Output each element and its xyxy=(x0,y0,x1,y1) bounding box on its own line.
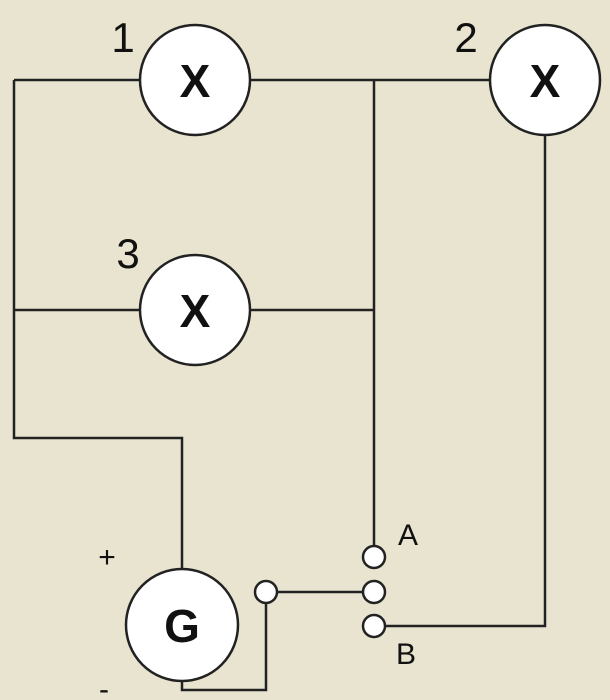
lamp-1-number: 1 xyxy=(111,14,134,61)
lamp-3: X 3 xyxy=(116,230,252,367)
terminal-a xyxy=(361,544,387,570)
switch-pivot-terminal xyxy=(253,579,279,605)
generator-circle xyxy=(124,567,240,683)
wire-lamp-2-to-terminal-b xyxy=(386,135,547,628)
wire-generator-minus-to-pivot xyxy=(180,604,268,692)
switch: A B xyxy=(253,519,418,671)
lamp-2-number: 2 xyxy=(454,14,477,61)
lamp-2-circle xyxy=(488,23,602,137)
terminal-b xyxy=(361,613,387,639)
lamp-1-circle xyxy=(138,23,252,137)
lamp-3-symbol: X xyxy=(180,285,211,337)
lamp-3-circle xyxy=(138,253,252,367)
lamp-1: X 1 xyxy=(111,14,252,137)
terminal-a-label: A xyxy=(398,519,418,552)
lamp-1-symbol: X xyxy=(180,55,211,107)
lamp-2-symbol: X xyxy=(530,55,561,107)
generator-plus-label: + xyxy=(98,541,116,574)
wire-left-rail xyxy=(12,80,184,568)
generator-minus-label: - xyxy=(99,673,109,700)
terminal-middle xyxy=(361,579,387,605)
lamp-2: X 2 xyxy=(454,14,602,137)
lamp-3-number: 3 xyxy=(116,230,139,277)
generator: G + - xyxy=(98,541,240,700)
generator-symbol: G xyxy=(164,600,200,652)
wires xyxy=(12,78,547,692)
terminal-b-label: B xyxy=(396,638,416,671)
